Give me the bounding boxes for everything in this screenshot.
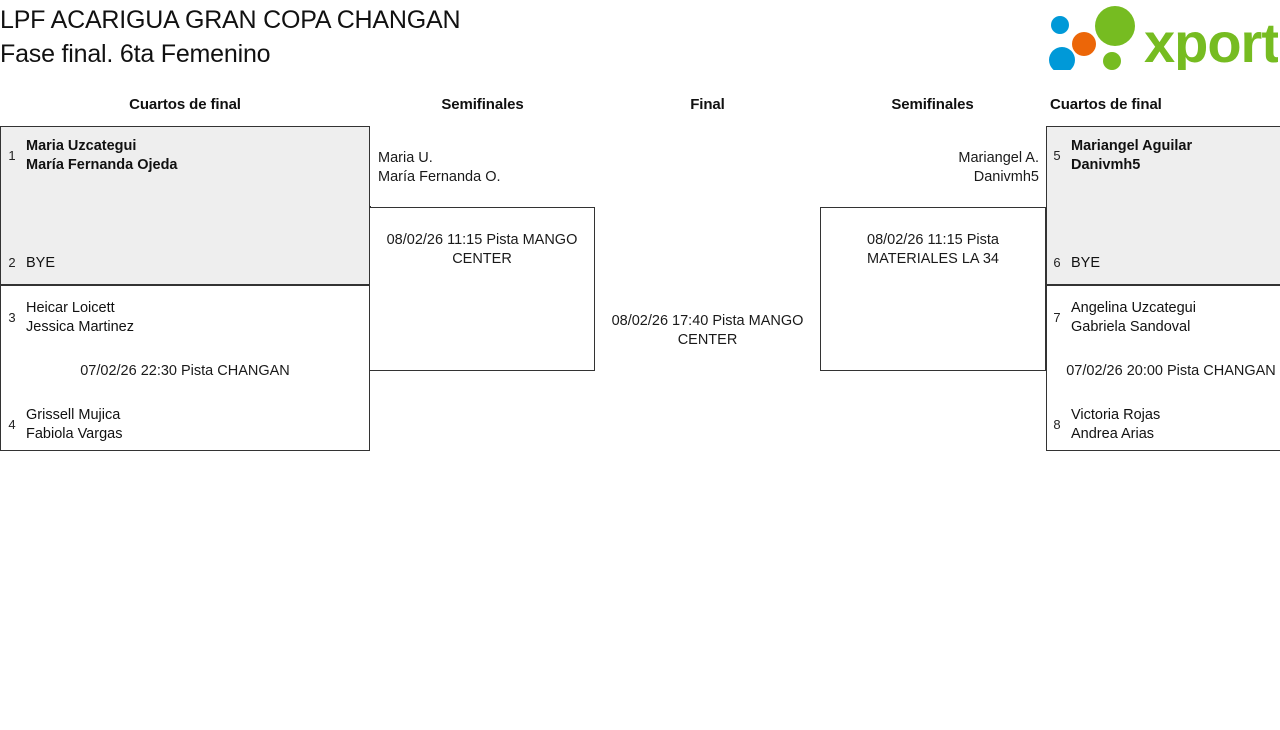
seed-number: 5 bbox=[1053, 147, 1061, 163]
column-header-semifinales-right: Semifinales bbox=[891, 96, 974, 113]
page-title: LPF ACARIGUA GRAN COPA CHANGAN Fase fina… bbox=[0, 0, 900, 71]
semifinal-match-left[interactable] bbox=[369, 207, 595, 371]
seed-number: 6 bbox=[1053, 255, 1061, 271]
seed-number: 2 bbox=[8, 255, 16, 271]
logo-dots-icon bbox=[1049, 6, 1135, 70]
svg-text:xporty: xporty bbox=[1144, 11, 1278, 70]
column-header-final: Final bbox=[690, 96, 725, 113]
quarterfinal-slot-seed-2[interactable]: 2 BYE bbox=[6, 254, 55, 273]
semifinal-left-advancer: Maria U.María Fernanda O. bbox=[378, 150, 501, 185]
quarterfinal-slot-seed-6[interactable]: 6 BYE bbox=[1051, 254, 1100, 273]
quarterfinal-match-3[interactable] bbox=[1046, 126, 1280, 285]
seed-number: 1 bbox=[8, 147, 16, 163]
player-names: BYE bbox=[26, 255, 56, 271]
semifinal-right-advancer: Mariangel A.Danivmh5 bbox=[958, 150, 1039, 185]
quarterfinal-match-4-schedule: 07/02/26 20:00 Pista CHANGAN bbox=[1066, 363, 1276, 379]
column-header-semifinales-left: Semifinales bbox=[441, 96, 524, 113]
semifinal-match-right[interactable] bbox=[820, 207, 1046, 371]
player-names: BYE bbox=[1071, 255, 1101, 271]
logo-wordmark-icon: xporty bbox=[1144, 11, 1278, 70]
xporty-logo[interactable]: xporty bbox=[1042, 4, 1278, 70]
tournament-name: LPF ACARIGUA GRAN COPA CHANGAN bbox=[0, 6, 461, 34]
final-match-schedule: 08/02/26 17:40 Pista MANGO CENTER bbox=[611, 313, 804, 348]
seed-number: 4 bbox=[8, 416, 16, 432]
connector-qf1-to-sf-left bbox=[369, 206, 371, 208]
tournament-phase: Fase final. 6ta Femenino bbox=[0, 40, 271, 68]
quarterfinal-match-4[interactable] bbox=[1046, 285, 1280, 451]
quarterfinal-match-2[interactable] bbox=[0, 285, 370, 451]
seed-number: 7 bbox=[1053, 309, 1061, 325]
seed-number: 3 bbox=[8, 309, 16, 325]
column-header-cuartos-right: Cuartos de final bbox=[1050, 96, 1162, 113]
semifinal-right-schedule: 08/02/26 11:15 Pista MATERIALES LA 34 bbox=[867, 232, 999, 267]
quarterfinal-match-2-schedule: 07/02/26 22:30 Pista CHANGAN bbox=[80, 363, 290, 379]
semifinal-left-schedule: 08/02/26 11:15 Pista MANGO CENTER bbox=[386, 232, 578, 267]
column-header-cuartos-left: Cuartos de final bbox=[129, 96, 241, 113]
quarterfinal-match-1[interactable] bbox=[0, 126, 370, 285]
seed-number: 8 bbox=[1053, 416, 1061, 432]
